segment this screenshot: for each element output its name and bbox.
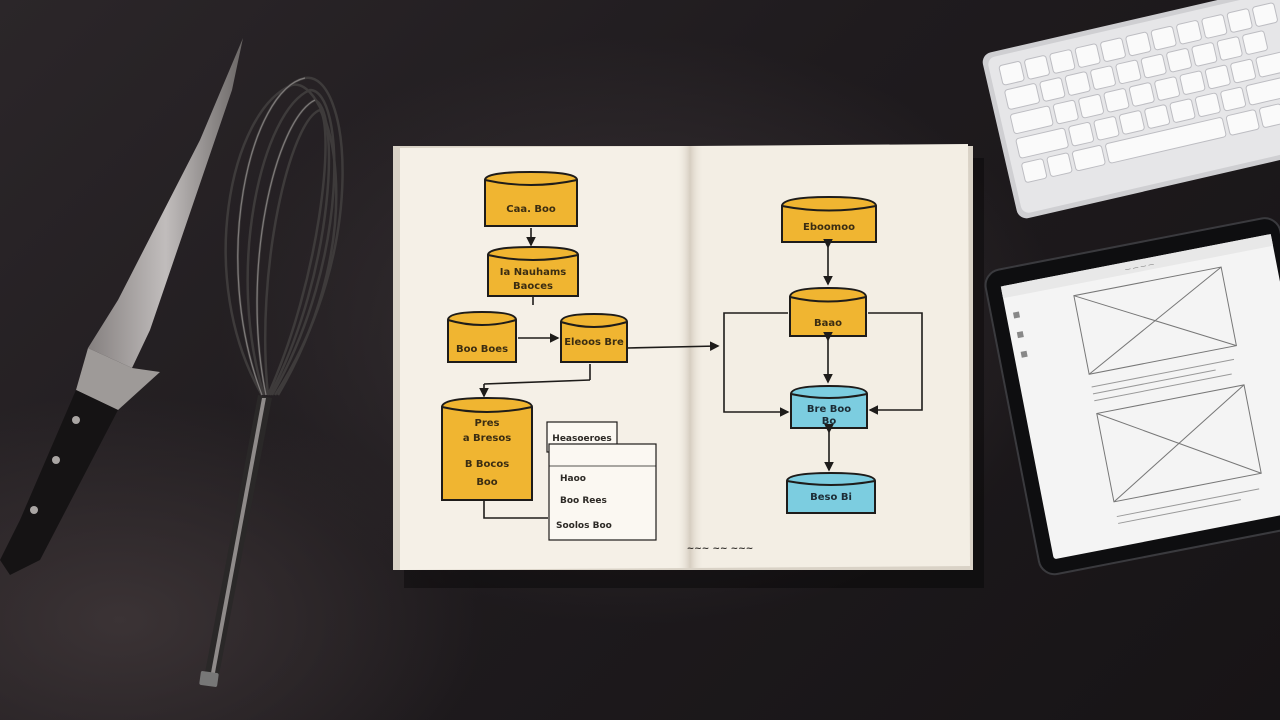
box-label-pres-4: Boo bbox=[476, 477, 497, 488]
diagram-box-nauhams bbox=[487, 245, 579, 297]
right-connectors bbox=[723, 239, 923, 472]
diagram-box-eleoos bbox=[560, 312, 628, 363]
card-2-line-2: Boo Rees bbox=[560, 496, 607, 506]
diagram-box-beso bbox=[786, 471, 876, 514]
box-label-beso: Beso Bi bbox=[810, 492, 852, 503]
box-label-pres-1: Pres bbox=[475, 418, 500, 429]
card-2-line-3: Soolos Boo bbox=[556, 521, 612, 531]
left-connectors bbox=[479, 228, 720, 519]
diagram-box-eboomoo bbox=[781, 195, 877, 243]
note-card-2: Haoo Boo Rees Soolos Boo bbox=[548, 443, 657, 541]
keyboard-keys bbox=[998, 2, 1280, 183]
knife-handle bbox=[0, 390, 118, 575]
diagram-box-boo-boes bbox=[447, 310, 517, 363]
box-label-pres-2: a Bresos bbox=[463, 433, 511, 444]
knife-blade bbox=[88, 38, 243, 368]
tablet-screen bbox=[1001, 234, 1280, 559]
wireframe-placeholder-bottom bbox=[1096, 384, 1262, 503]
diagram-box-bre-boo bbox=[790, 384, 868, 429]
box-label-bre-boo-1: Bre Boo bbox=[807, 404, 851, 415]
knife-bolster bbox=[76, 348, 160, 410]
wireframe-placeholder-top bbox=[1073, 266, 1237, 375]
page-footer-scribble: ~~~ ~~ ~~~ bbox=[687, 544, 754, 554]
card-1-line-1: Heasoeroes bbox=[552, 434, 611, 444]
box-label-nauhams-1: Ia Nauhams bbox=[500, 267, 566, 278]
diagram-box-caa bbox=[484, 170, 578, 227]
diagram-box-pres bbox=[441, 396, 533, 501]
wireframe-text-lines bbox=[1091, 358, 1235, 402]
box-label-caa: Caa. Boo bbox=[506, 204, 556, 215]
box-label-boo-boes: Boo Boes bbox=[456, 344, 508, 355]
card-2-line-1: Haoo bbox=[560, 474, 586, 484]
diagram-box-baao bbox=[789, 286, 867, 337]
box-label-eleoos: Eleoos Bre bbox=[564, 337, 624, 348]
box-label-baao: Baao bbox=[814, 318, 842, 329]
box-label-eboomoo: Eboomoo bbox=[803, 222, 855, 233]
box-label-pres-3: B Bocos bbox=[465, 459, 509, 470]
box-label-nauhams-2: Baoces bbox=[513, 281, 553, 292]
box-label-bre-boo-2: Bo bbox=[822, 416, 837, 427]
